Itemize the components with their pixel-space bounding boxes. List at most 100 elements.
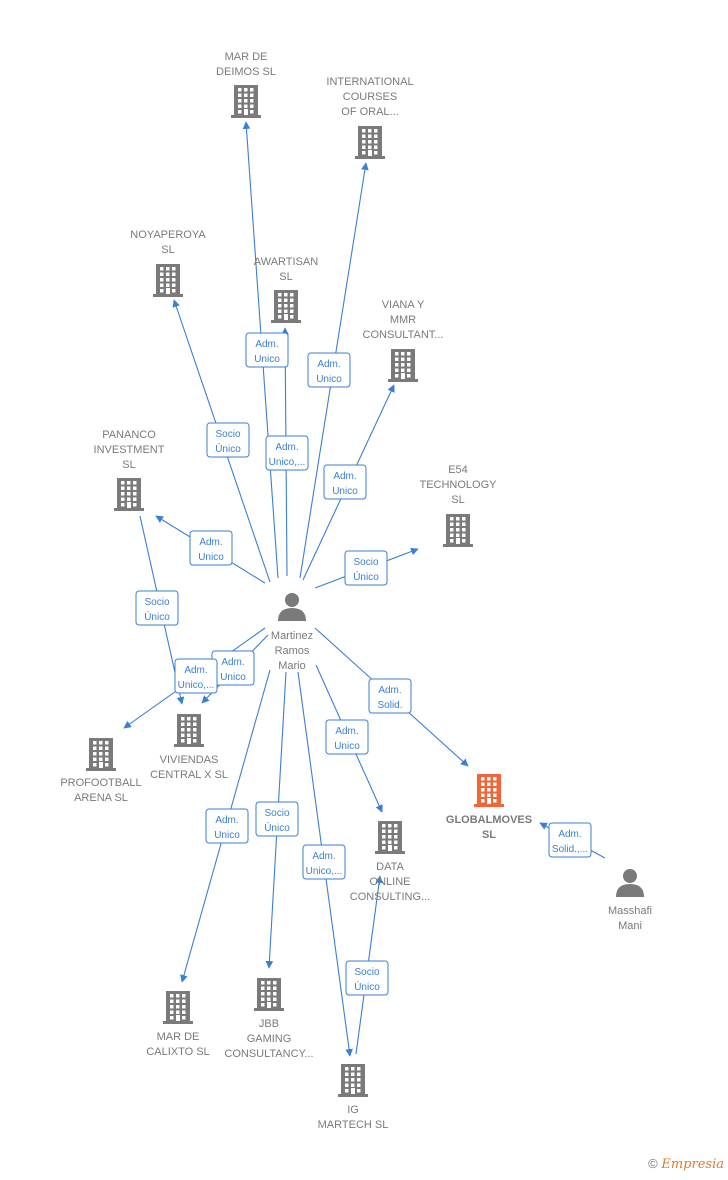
node-label: AWARTISAN bbox=[254, 256, 318, 268]
node-viana[interactable]: VIANA YMMRCONSULTANT... bbox=[363, 299, 444, 382]
edge-label-box[interactable] bbox=[323, 464, 367, 500]
node-deimos[interactable]: MAR DE DEIMOS SL bbox=[216, 51, 276, 118]
edge-label-text: Único bbox=[353, 570, 379, 583]
node-profoot[interactable]: PROFOOTBALL ARENA SL bbox=[60, 738, 142, 804]
edge-label-box[interactable] bbox=[325, 719, 369, 755]
node-label: COURSES bbox=[343, 91, 397, 103]
person-icon[interactable] bbox=[616, 869, 644, 897]
edge-label-text: Adm. bbox=[558, 829, 581, 840]
edge-label-text: Adm. bbox=[221, 657, 244, 668]
building-icon[interactable] bbox=[153, 264, 183, 297]
building-icon[interactable] bbox=[375, 821, 405, 854]
node-data[interactable]: DATAONLINECONSULTING... bbox=[350, 821, 430, 903]
edge-label-text: Solid.,... bbox=[552, 844, 588, 855]
building-icon[interactable] bbox=[388, 349, 418, 382]
node-label: MARTECH SL bbox=[318, 1119, 389, 1131]
edge-label-text: Único bbox=[144, 610, 170, 623]
node-label: MAR DE bbox=[225, 51, 268, 63]
edge-label-center-viviendas[interactable]: Adm.Unico,... bbox=[174, 658, 218, 694]
building-icon[interactable] bbox=[114, 478, 144, 511]
node-label: GLOBALMOVES bbox=[446, 814, 532, 826]
building-icon[interactable] bbox=[254, 978, 284, 1011]
edge-label-center-deimos[interactable]: Adm.Unico bbox=[245, 332, 289, 368]
edge-label-center-pananco[interactable]: Adm.Unico bbox=[189, 530, 233, 566]
edge-label-box[interactable] bbox=[302, 844, 346, 880]
edges-layer bbox=[123, 121, 606, 1057]
edge-label-text: Adm. bbox=[312, 851, 335, 862]
edge-label-box[interactable] bbox=[135, 590, 179, 626]
node-jbb[interactable]: JBBGAMINGCONSULTANCY... bbox=[224, 978, 314, 1060]
edge-label-text: Adm. bbox=[333, 471, 356, 482]
edge-label-box[interactable] bbox=[206, 422, 250, 458]
building-icon[interactable] bbox=[174, 714, 204, 747]
building-icon[interactable] bbox=[163, 991, 193, 1024]
edge-label-box[interactable] bbox=[265, 435, 309, 471]
edge-label-box[interactable] bbox=[548, 822, 592, 858]
node-label: GAMING bbox=[247, 1033, 292, 1045]
edge-label-text: Adm. bbox=[378, 685, 401, 696]
edge-label-box[interactable] bbox=[307, 352, 351, 388]
edge-label-center-profoot[interactable]: Adm.Unico bbox=[211, 650, 255, 686]
edge-label-box[interactable] bbox=[174, 658, 218, 694]
edge-label-center-global[interactable]: Adm.Solid. bbox=[368, 678, 412, 714]
edge-label-box[interactable] bbox=[245, 332, 289, 368]
edge-label-box[interactable] bbox=[255, 801, 299, 837]
edge-label-text: Unico bbox=[316, 374, 342, 385]
node-label: SL bbox=[122, 459, 135, 471]
building-icon[interactable] bbox=[271, 290, 301, 323]
edge-label-center-viana[interactable]: Adm.Unico bbox=[323, 464, 367, 500]
edge-label-box[interactable] bbox=[189, 530, 233, 566]
edge-label-center-awart[interactable]: Adm.Unico,... bbox=[265, 435, 309, 471]
person-icon[interactable] bbox=[278, 593, 306, 621]
edge-label-text: Unico bbox=[334, 741, 360, 752]
edge-label-text: Adm. bbox=[317, 359, 340, 370]
building-icon[interactable] bbox=[443, 514, 473, 547]
edge-label-box[interactable] bbox=[205, 808, 249, 844]
edge-label-center-intl[interactable]: Adm. Unico bbox=[307, 352, 351, 388]
node-label: PROFOOTBALL bbox=[60, 777, 141, 789]
node-label: DEIMOS SL bbox=[216, 66, 276, 78]
edge-label-box[interactable] bbox=[368, 678, 412, 714]
building-icon[interactable] bbox=[355, 126, 385, 159]
node-label: ARENA SL bbox=[74, 792, 128, 804]
node-label: ONLINE bbox=[370, 876, 411, 888]
building-icon[interactable] bbox=[474, 774, 504, 807]
edge-label-text: Único bbox=[264, 821, 290, 834]
node-label: Ramos bbox=[275, 645, 310, 657]
edge-label-box[interactable] bbox=[344, 550, 388, 586]
building-icon[interactable] bbox=[231, 85, 261, 118]
edge-label-text: Unico,... bbox=[178, 680, 215, 691]
edge-label-center-calixto[interactable]: Adm.Unico bbox=[205, 808, 249, 844]
building-icon[interactable] bbox=[338, 1064, 368, 1097]
building-icon[interactable] bbox=[86, 738, 116, 771]
node-label: Mario bbox=[278, 660, 306, 672]
edge-label-center-data[interactable]: Adm.Unico bbox=[325, 719, 369, 755]
edge-label-text: Socio bbox=[353, 557, 378, 568]
brand-logo[interactable]: Empresia bbox=[661, 1157, 724, 1172]
node-label: DATA bbox=[376, 861, 404, 873]
edge-label-center-ig[interactable]: Adm.Unico,... bbox=[302, 844, 346, 880]
node-label: Masshafi bbox=[608, 905, 652, 917]
node-label: CONSULTANCY... bbox=[224, 1048, 313, 1060]
edge-label-masshafi-global[interactable]: Adm. Solid.,... bbox=[548, 822, 592, 858]
edge-label-box[interactable] bbox=[345, 960, 389, 996]
